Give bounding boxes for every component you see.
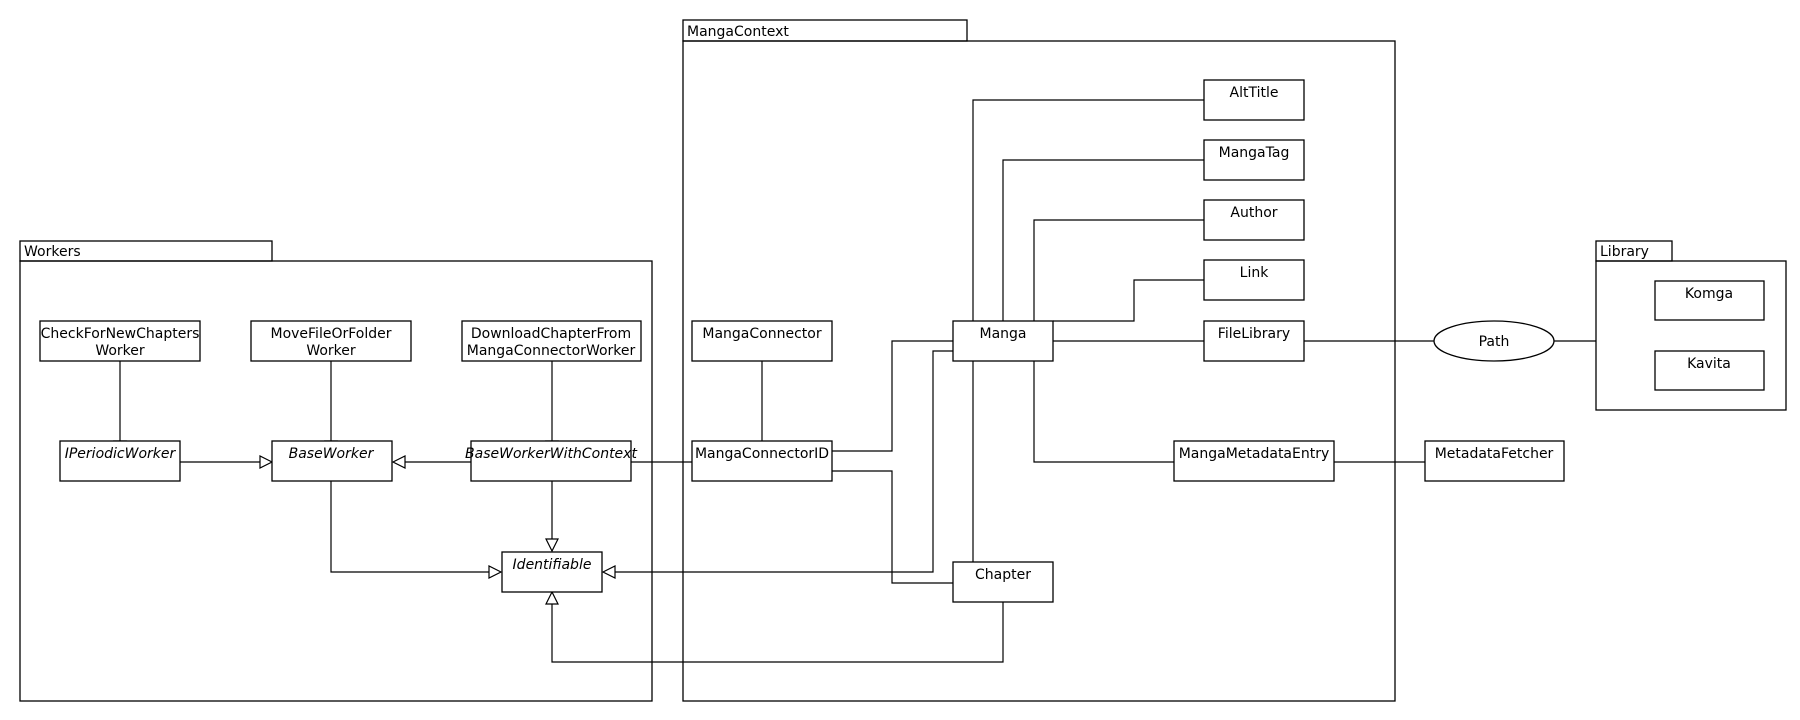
class-manga: Manga [952,320,1054,362]
edge-manga-to-mangatag [1002,159,1204,321]
package-manga-context: MangaContext [682,19,1396,702]
class-link: Link [1203,259,1305,301]
class-alttitle: AltTitle [1203,79,1305,121]
edge-manga-to-mangametadataentry [1033,361,1174,463]
class-label: MangaConnector [702,326,821,342]
edge-chapter-to-identifiable [551,601,1004,663]
package-workers: Workers [19,240,653,702]
class-label: Link [1240,265,1270,281]
class-label: Komga [1685,286,1733,302]
edge-manga-to-author [1033,219,1204,321]
class-filelibrary: FileLibrary [1203,320,1305,362]
class-label: BaseWorkerWithContext [465,446,637,462]
class-mangametadataentry: MangaMetadataEntry [1173,440,1335,482]
class-baseworkerwithcontext: BaseWorkerWithContext [465,440,637,482]
arrowhead-baseworker-from-right [391,455,406,469]
class-mangatag: MangaTag [1203,139,1305,181]
edge-mangaconnectorid-to-chapter [831,470,953,584]
class-kavita: Kavita [1654,350,1765,391]
package-workers-label: Workers [24,244,81,260]
arrowhead-identifiable-from-bottom [545,590,559,605]
class-komga: Komga [1654,280,1765,321]
class-label: MetadataFetcher [1435,446,1554,462]
arrowhead-identifiable-from-top [545,538,559,553]
class-label: AltTitle [1230,85,1279,101]
class-author: Author [1203,199,1305,241]
class-label: CheckForNewChapters [41,326,200,342]
class-label: Identifiable [513,557,592,573]
class-mangaconnector: MangaConnector [691,320,833,362]
class-label: Worker [306,343,356,359]
edge-manga-to-identifiable [615,350,953,573]
package-library: Library [1595,240,1787,411]
class-label: MangaTag [1219,145,1290,161]
edge-manga-to-link [1053,279,1204,322]
arrowhead-baseworker-from-left [259,455,274,469]
class-label: MangaConnectorWorker [467,343,636,359]
arrowhead-identifiable-from-right [601,565,616,579]
class-label: MangaMetadataEntry [1179,446,1330,462]
class-label: MangaConnectorID [695,446,829,462]
class-label: BaseWorker [289,446,375,462]
node-path: Path [1433,320,1555,362]
class-downloadchapterfrommangaconnectorworker: DownloadChapterFrom MangaConnectorWorker [461,320,642,362]
edge-baseworker-to-identifiable [330,481,489,573]
class-label: MoveFileOrFolder [270,326,391,342]
class-chapter: Chapter [952,561,1054,603]
class-label: Worker [95,343,145,359]
class-baseworker: BaseWorker [271,440,393,482]
class-movefileorfolderworker: MoveFileOrFolder Worker [250,320,412,362]
edge-mangaconnectorid-to-manga [831,340,953,452]
class-identifiable: Identifiable [501,551,603,593]
class-label: Kavita [1687,356,1731,372]
class-mangaconnectorid: MangaConnectorID [691,440,833,482]
arrowhead-identifiable-from-left [488,565,503,579]
class-label: DownloadChapterFrom [471,326,631,342]
package-library-label: Library [1600,244,1649,260]
package-manga-context-label: MangaContext [687,24,789,40]
class-iperiodicworker: IPeriodicWorker [59,440,181,482]
class-checkfornewchaptersworker: CheckForNewChapters Worker [39,320,201,362]
edges [119,99,1596,663]
class-metadatafetcher: MetadataFetcher [1424,440,1565,482]
class-label: IPeriodicWorker [65,446,177,462]
path-label: Path [1479,334,1510,350]
class-label: Author [1230,205,1277,221]
edge-manga-to-alttitle [972,99,1204,321]
class-label: FileLibrary [1218,326,1290,342]
class-label: Manga [980,326,1027,342]
class-label: Chapter [975,567,1031,583]
